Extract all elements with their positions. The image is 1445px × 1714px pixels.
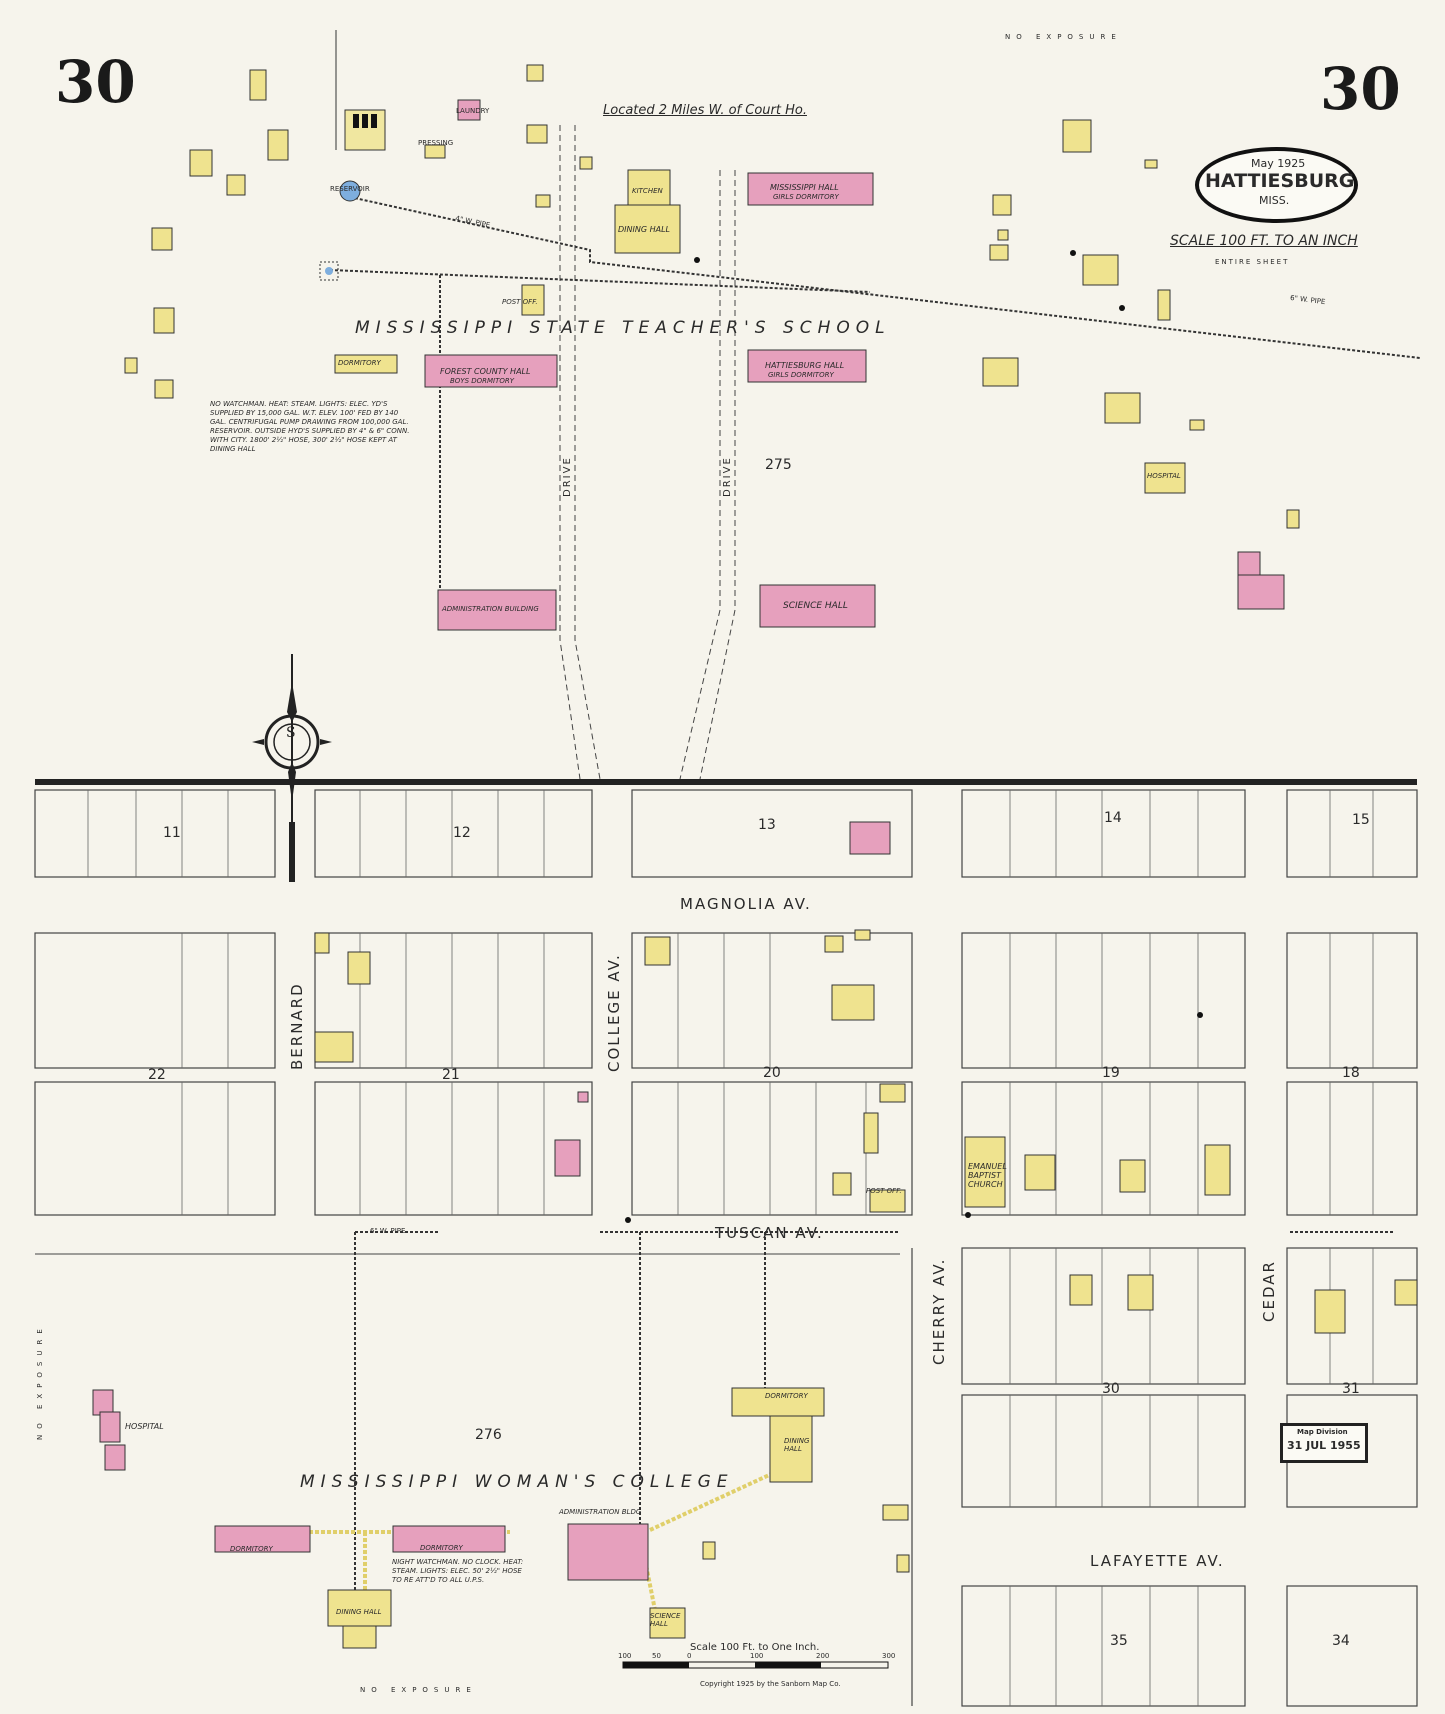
fire-protection-note-north: NO WATCHMAN. HEAT: STEAM. LIGHTS: ELEC. … <box>210 400 410 453</box>
scale-tick-2: 0 <box>687 1652 692 1660</box>
dormitory-label-south-c: DORMITORY <box>420 1544 463 1552</box>
science-hall-south-label: SCIENCE HALL <box>650 1612 681 1628</box>
block-21: 21 <box>442 1067 460 1083</box>
block-18: 18 <box>1342 1065 1360 1081</box>
block-276: 276 <box>475 1427 502 1443</box>
street-magnolia: MAGNOLIA AV. <box>680 895 812 913</box>
hospital-label-south: HOSPITAL <box>125 1422 164 1431</box>
hattiesburg-hall-label: HATTIESBURG HALL <box>765 361 845 370</box>
block-13: 13 <box>758 817 776 833</box>
dormitory-label-north: DORMITORY <box>338 359 381 367</box>
mississippi-hall-label: MISSISSIPPI HALL <box>770 183 839 192</box>
block-35: 35 <box>1110 1633 1128 1649</box>
brick-buildings <box>92 99 1285 1581</box>
reservoir-label: RESERVOIR <box>330 185 370 193</box>
block-14: 14 <box>1104 810 1122 826</box>
dormitory-label-south-a: DORMITORY <box>765 1392 808 1400</box>
stamp-line-2: 31 JUL 1955 <box>1287 1439 1361 1452</box>
street-tuscan: TUSCAN AV. <box>715 1224 824 1242</box>
fire-protection-note-south: NIGHT WATCHMAN. NO CLOCK. HEAT: STEAM. L… <box>392 1558 524 1584</box>
sheet-number-left: 30 <box>55 48 136 116</box>
campus-north-label: MISSISSIPPI STATE TEACHER'S SCHOOL <box>355 318 891 338</box>
admin-bldg-south-label: ADMINISTRATION BLDG <box>559 1508 642 1516</box>
title-cartouche: May 1925 HATTIESBURG MISS. <box>1195 147 1358 223</box>
cartouche-date: May 1925 <box>1251 157 1306 170</box>
block-15: 15 <box>1352 812 1370 828</box>
hospital-label-north: HOSPITAL <box>1147 472 1181 480</box>
campus-drives <box>559 125 736 780</box>
science-hall-label: SCIENCE HALL <box>783 601 848 611</box>
block-20: 20 <box>763 1065 781 1081</box>
water-pipes <box>329 196 1421 1590</box>
dining-hall-label-south-b: DINING HALL <box>784 1437 810 1453</box>
dining-hall-label: DINING HALL <box>618 225 670 234</box>
administration-building-label: ADMINISTRATION BUILDING <box>442 605 539 613</box>
map-division-stamp: Map Division 31 JUL 1955 <box>1280 1423 1368 1463</box>
exposure-left: NO EXPOSURE <box>36 1323 44 1440</box>
block-22: 22 <box>148 1067 166 1083</box>
campus-boundary <box>35 1253 913 1706</box>
pipe-label-c: 6" W. PIPE <box>370 1227 406 1235</box>
svg-text:S: S <box>286 725 296 741</box>
block-12: 12 <box>453 825 471 841</box>
dining-hall-label-south: DINING HALL <box>336 1608 382 1616</box>
cartouche-city: HATTIESBURG <box>1205 170 1355 192</box>
location-note: Located 2 Miles W. of Court Ho. <box>603 103 807 118</box>
exposure-top: NO EXPOSURE <box>1005 33 1122 41</box>
hydrants <box>625 250 1203 1223</box>
post-office-label-south: POST OFF. <box>866 1187 902 1195</box>
block-30: 30 <box>1102 1381 1120 1397</box>
forest-county-hall-sub: BOYS DORMITORY <box>450 377 515 385</box>
hattiesburg-hall-sub: GIRLS DORMITORY <box>768 371 834 379</box>
cartouche-state: MISS. <box>1259 194 1290 207</box>
scale-tick-5: 300 <box>882 1652 896 1660</box>
street-bernard: BERNARD <box>288 982 306 1070</box>
mississippi-hall-sub: GIRLS DORMITORY <box>773 193 839 201</box>
scale-tick-4: 200 <box>816 1652 830 1660</box>
church-label: EMANUEL BAPTIST CHURCH <box>968 1162 1007 1189</box>
street-cedar: CEDAR <box>1260 1260 1278 1322</box>
scale-title: SCALE 100 FT. TO AN INCH <box>1170 233 1358 249</box>
pressing-label: PRESSING <box>418 139 454 147</box>
drive-label-east: DRIVE <box>722 456 733 497</box>
railroad-line <box>35 779 1417 785</box>
forest-county-hall-label: FOREST COUNTY HALL <box>440 367 531 376</box>
street-lafayette: LAFAYETTE AV. <box>1090 1552 1225 1570</box>
scale-tick-1: 50 <box>652 1652 661 1660</box>
block-19: 19 <box>1102 1065 1120 1081</box>
campus-south-label: MISSISSIPPI WOMAN'S COLLEGE <box>300 1472 734 1492</box>
scale-bar <box>622 1661 889 1669</box>
block-grid <box>34 789 1418 1707</box>
sheet-number-right: 30 <box>1320 55 1401 123</box>
frame-buildings <box>124 64 1418 1649</box>
block-11: 11 <box>163 825 181 841</box>
compass-rose: S <box>252 654 332 882</box>
copyright: Copyright 1925 by the Sanborn Map Co. <box>700 1680 841 1688</box>
drive-label-west: DRIVE <box>562 456 573 497</box>
reservoir-marker <box>339 180 361 202</box>
block-275: 275 <box>765 457 792 473</box>
post-office-label-north: POST OFF. <box>502 298 538 306</box>
block-34: 34 <box>1332 1633 1350 1649</box>
dormitory-label-south-b: DORMITORY <box>230 1545 273 1553</box>
exposure-bottom: NO EXPOSURE <box>360 1686 477 1694</box>
block-31: 31 <box>1342 1381 1360 1397</box>
street-college: COLLEGE AV. <box>605 953 623 1072</box>
kitchen-label: KITCHEN <box>632 187 663 195</box>
street-cherry: CHERRY AV. <box>930 1257 948 1365</box>
laundry-label: LAUNDRY <box>456 107 490 115</box>
scale-note: ENTIRE SHEET <box>1215 258 1290 266</box>
scale-tick-0: 100 <box>618 1652 632 1660</box>
stamp-line-1: Map Division <box>1297 1428 1348 1436</box>
scale-tick-3: 100 <box>750 1652 764 1660</box>
scale-bar-label: Scale 100 Ft. to One Inch. <box>690 1642 820 1653</box>
